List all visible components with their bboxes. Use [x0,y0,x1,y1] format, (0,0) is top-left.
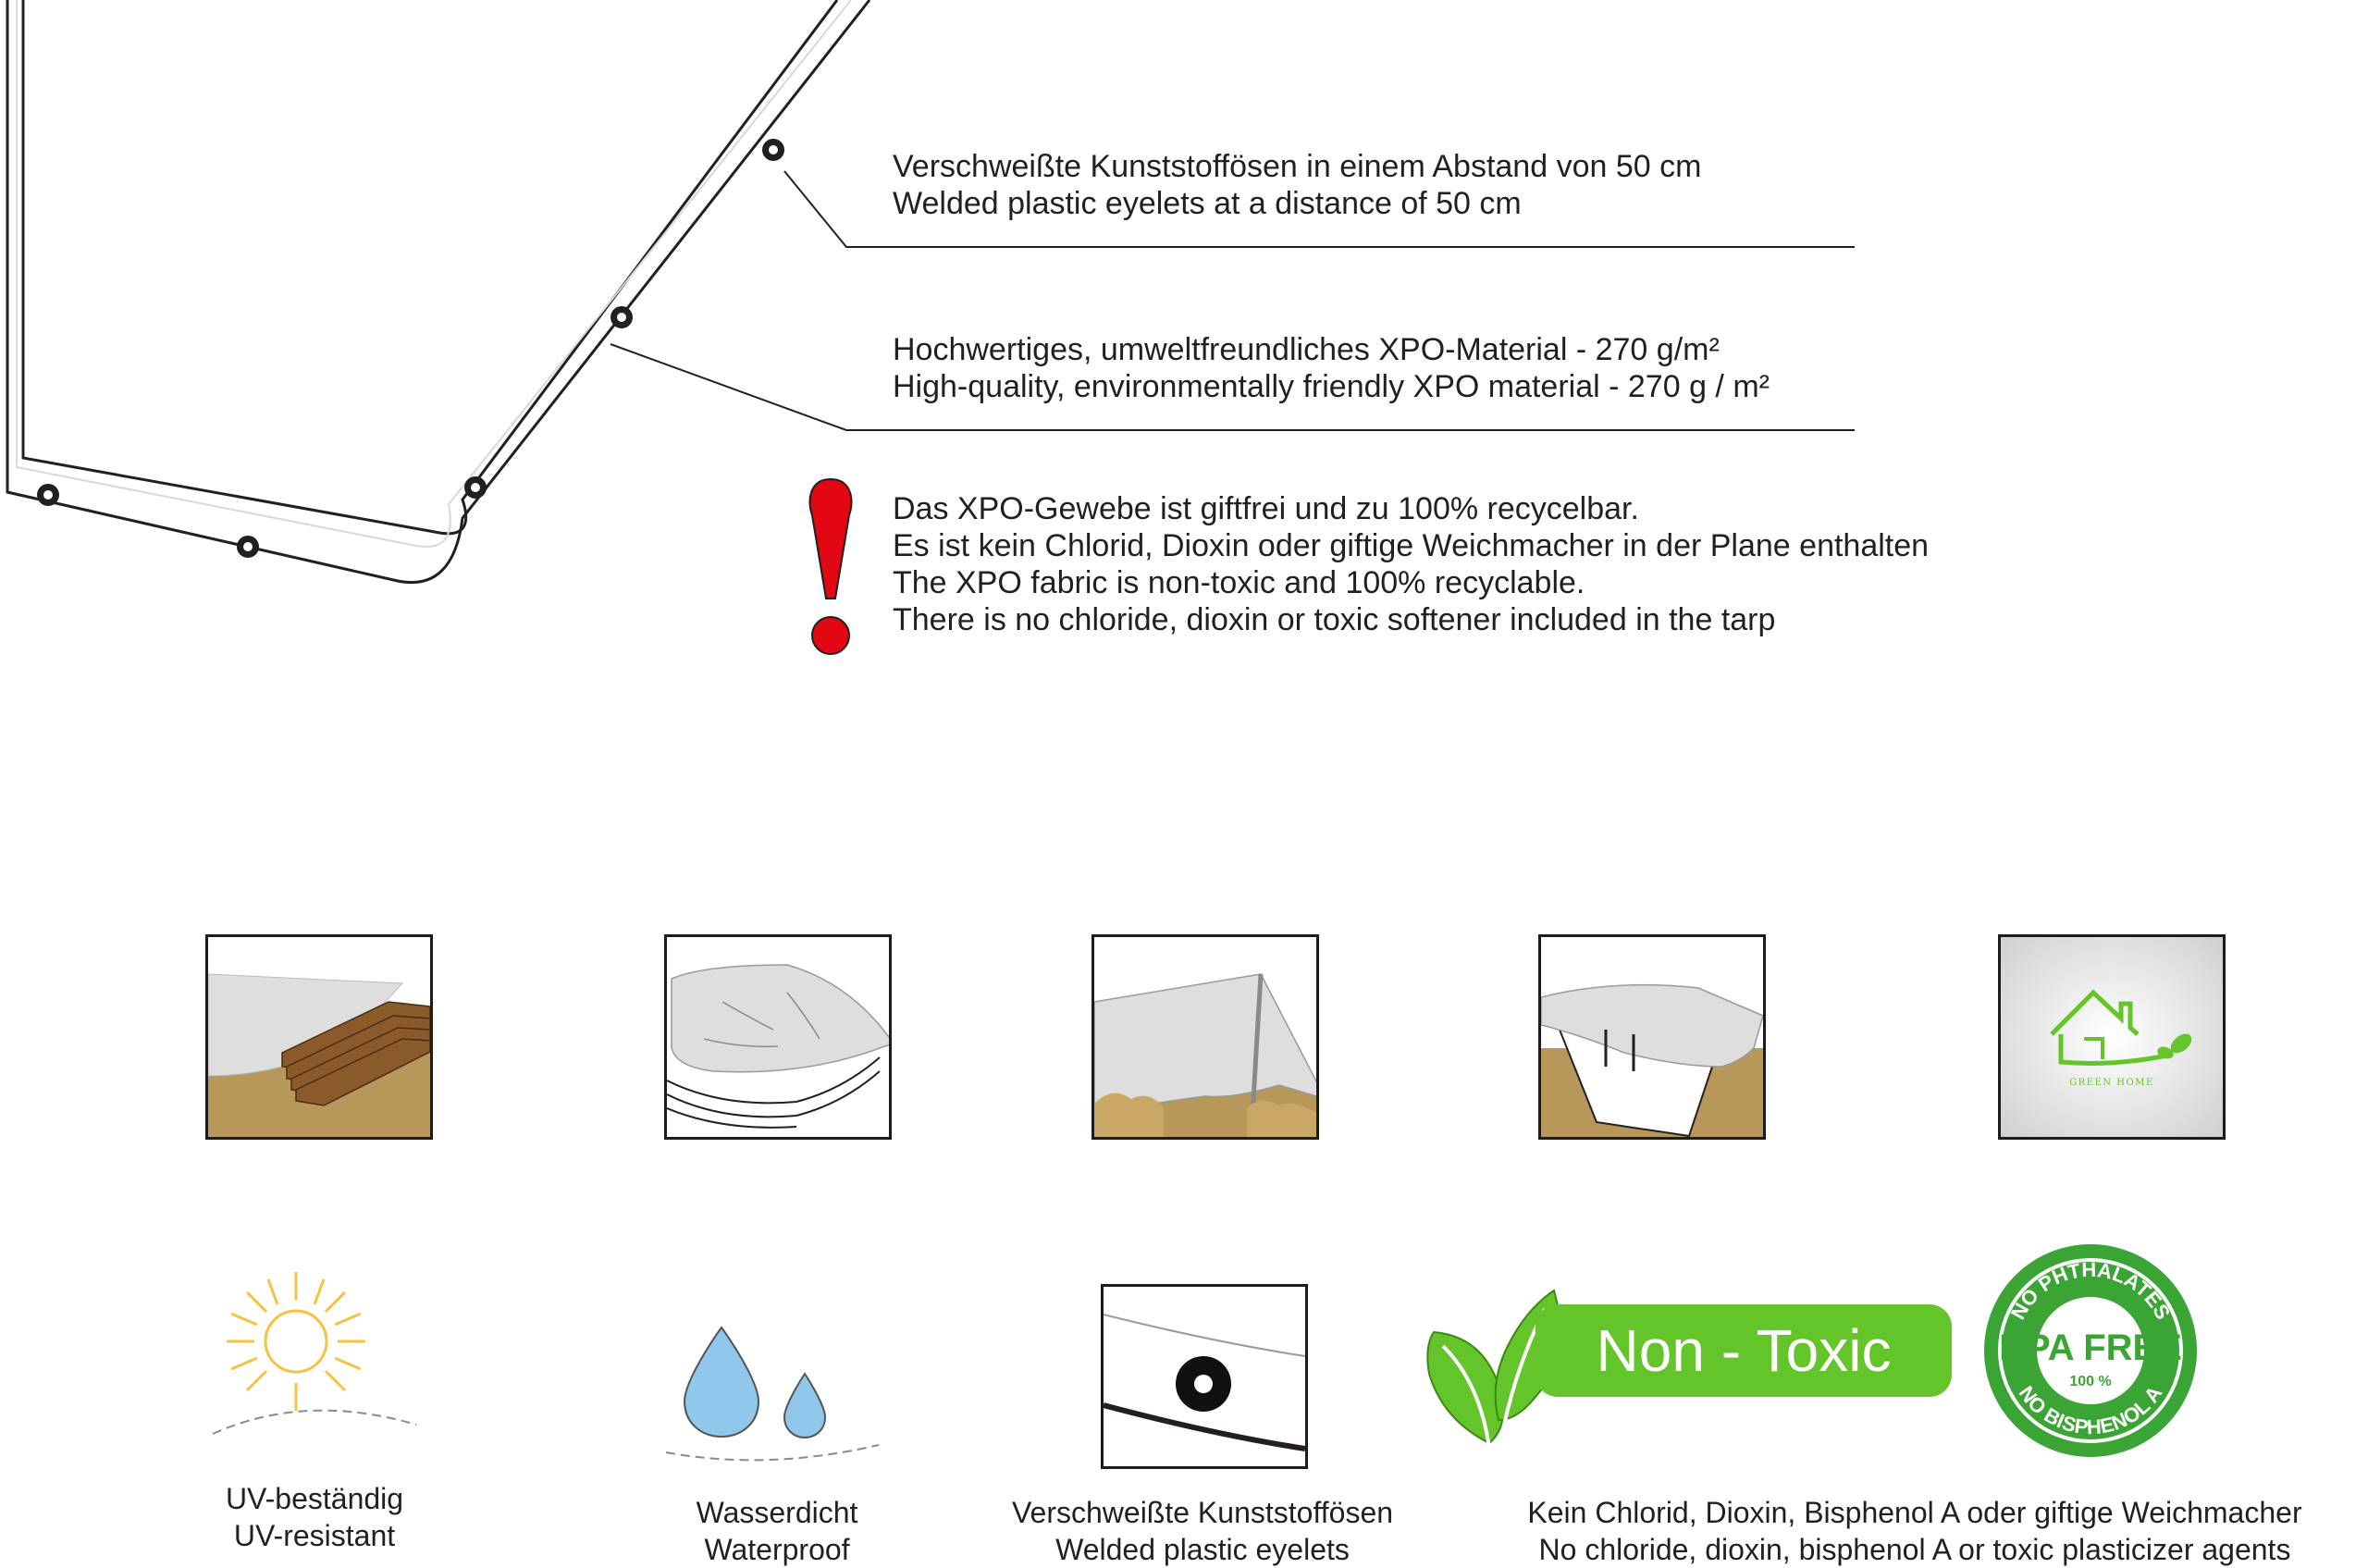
water-caption-en: Waterproof [704,1533,850,1566]
tarp-hem-outer [6,0,871,584]
eyelet-icon [464,476,487,499]
non-toxic-badge: Non - Toxic [1536,1304,1952,1397]
water-caption: Wasserdicht Waterproof [610,1494,944,1568]
water-caption-de: Wasserdicht [696,1496,858,1529]
tarp-hem-inner [16,0,852,548]
eyelet-icon [37,484,59,506]
uv-caption-en: UV-resistant [233,1519,396,1552]
material-callout-de: Hochwertiges, umweltfreundliches XPO-Mat… [893,332,1720,367]
eyelet-icon [237,536,259,558]
material-callout-en: High-quality, environmentally friendly X… [893,369,1770,404]
eyelets-caption-en: Welded plastic eyelets [1055,1533,1350,1566]
warning-line-1: Das XPO-Gewebe ist giftfrei und zu 100% … [893,491,1639,526]
tent-cover-icon [1092,934,1319,1140]
boat-cover-icon [664,934,892,1140]
warning-callout: Das XPO-Gewebe ist giftfrei und zu 100% … [893,490,1929,638]
bpa-main: BPA FREE [1999,1327,2182,1368]
eyelets-callout-de: Verschweißte Kunststoffösen in einem Abs… [893,149,1702,184]
eyelets-caption-de: Verschweißte Kunststoffösen [1011,1496,1394,1529]
exclamation-warning-icon [808,477,853,655]
bpa-free-seal: NO PHTHALATES NO BISPHENOL A BPA FREE 10… [1984,1244,2197,1457]
green-home-icon: GREEN HOME [1998,934,2226,1140]
skip-cover-icon [1538,934,1766,1140]
uv-caption-de: UV-beständig [225,1482,404,1515]
nontoxic-caption-en: No chloride, dioxin, bisphenol A or toxi… [1538,1533,2291,1566]
warning-line-4: There is no chloride, dioxin or toxic so… [893,602,1776,637]
green-home-label: GREEN HOME [2069,1078,2154,1088]
wood-cover-icon [205,934,433,1140]
warning-line-2: Es ist kein Chlorid, Dioxin oder giftige… [893,528,1930,563]
leader-line-material [610,343,1855,431]
eyelets-caption: Verschweißte Kunststoffösen Welded plast… [999,1494,1406,1568]
nontoxic-caption-de: Kein Chlorid, Dioxin, Bisphenol A oder g… [1527,1496,2302,1529]
warning-line-3: The XPO fabric is non-toxic and 100% rec… [893,565,1585,600]
tarp-diagram [6,0,871,584]
uv-caption: UV-beständig UV-resistant [148,1480,481,1554]
leader-line-eyelets [783,170,1855,248]
non-toxic-label: Non - Toxic [1596,1317,1892,1384]
material-callout: Hochwertiges, umweltfreundliches XPO-Mat… [893,331,1770,405]
eyelet-closeup-icon [1101,1284,1308,1469]
bpa-percent: 100 % [2069,1374,2111,1389]
nontoxic-caption: Kein Chlorid, Dioxin, Bisphenol A oder g… [1462,1494,2368,1568]
eyelet-icon [610,306,633,328]
eyelets-callout: Verschweißte Kunststoffösen in einem Abs… [893,148,1701,222]
water-drops-icon [665,1326,880,1462]
sun-uv-icon [212,1272,417,1435]
leader-lines [610,170,1855,431]
eyelet-icon [762,139,784,161]
eyelets-callout-en: Welded plastic eyelets at a distance of … [893,186,1522,221]
